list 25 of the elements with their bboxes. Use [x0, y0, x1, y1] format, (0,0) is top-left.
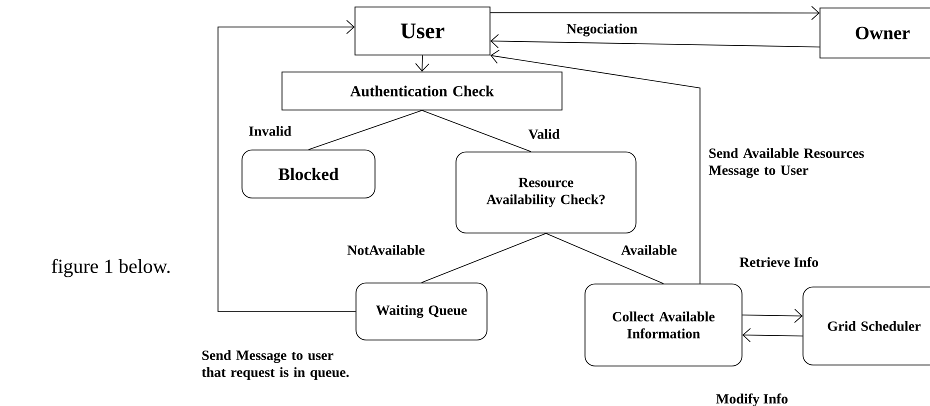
- state-box: Grid Scheduler: [802, 286, 930, 366]
- state-box: Resource Availability Check?: [456, 152, 636, 234]
- edge-label: Modify Info: [714, 392, 790, 406]
- edge-label: Available: [620, 244, 678, 256]
- state-box: Waiting Queue: [356, 282, 488, 340]
- process-box: User: [354, 6, 490, 56]
- arrow: [415, 55, 430, 72]
- arrow: [490, 34, 820, 48]
- arrow: [742, 328, 803, 342]
- state-box: Blocked: [242, 150, 376, 198]
- process-box: Owner: [820, 8, 930, 58]
- edge-label: Send Message to user that request is in queue.: [200, 348, 353, 382]
- edge-label: NotAvailable: [346, 244, 426, 256]
- arrow: [490, 50, 700, 284]
- body-text: figure 1 below.: [52, 258, 170, 278]
- edge-label: Retrieve Info: [738, 256, 820, 268]
- edge-label: Send Available Resources Message to User: [707, 146, 870, 180]
- edge-label: Negociation: [565, 22, 639, 38]
- process-box: Authentication Check: [282, 72, 562, 110]
- arrow: [742, 308, 803, 323]
- state-box: Collect Available Information: [584, 284, 742, 366]
- edge-label: Valid: [527, 128, 561, 140]
- arrow: [490, 6, 820, 20]
- arrow: [218, 20, 356, 312]
- edge-label: Invalid: [247, 124, 293, 138]
